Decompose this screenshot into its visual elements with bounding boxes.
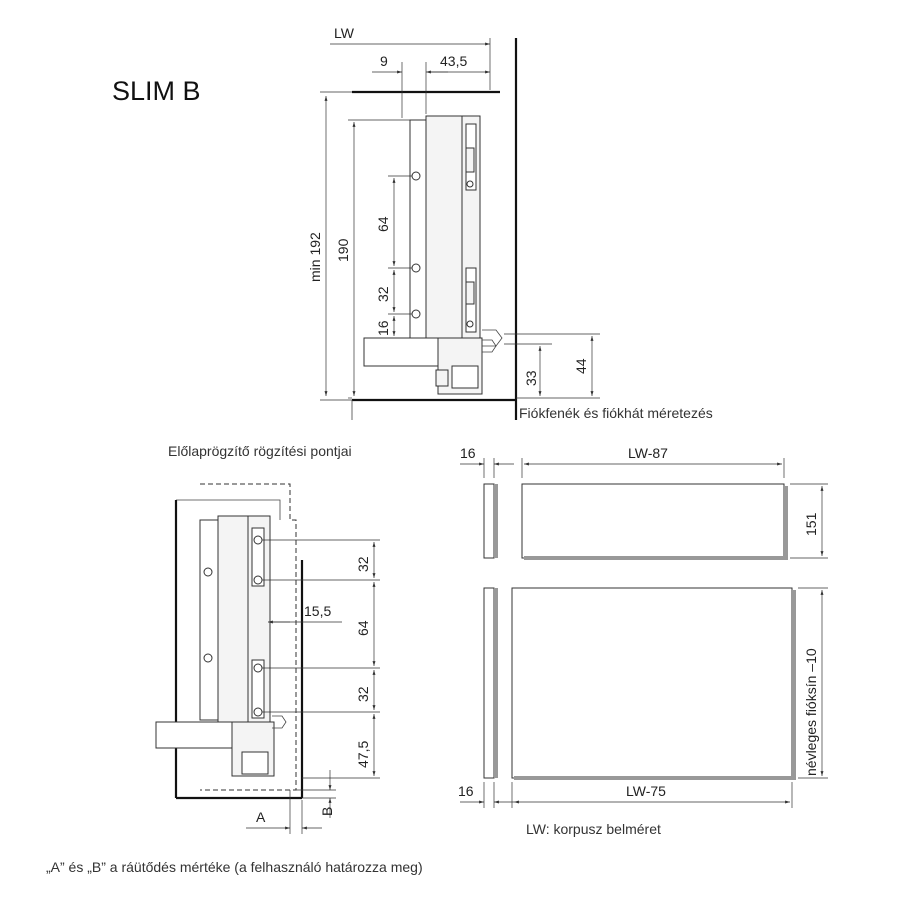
dim-min-192: min 192 bbox=[307, 232, 323, 282]
dim-47-5: 47,5 bbox=[355, 741, 371, 768]
drawer-bottom-panel bbox=[363, 337, 439, 367]
dim-nevleges-fioksin: névleges fióksín –10 bbox=[803, 648, 819, 776]
dim-16-bottom: 16 bbox=[458, 783, 474, 799]
dim-151: 151 bbox=[803, 512, 819, 536]
screw bbox=[482, 329, 503, 347]
mount-hole bbox=[411, 263, 421, 273]
mount-hole bbox=[411, 171, 421, 181]
fixing-point-1 bbox=[253, 535, 263, 545]
dim-16: 16 bbox=[375, 320, 391, 336]
dim-64: 64 bbox=[375, 216, 391, 232]
drawer-bottom-panel bbox=[155, 721, 233, 749]
dim-9: 9 bbox=[380, 53, 388, 69]
back-panel bbox=[521, 483, 785, 559]
fixing-point-3 bbox=[253, 663, 263, 673]
dim-b: B bbox=[319, 807, 335, 816]
top-drawing: LW 9 43,5 min 192 190 64 32 16 33 44 Fió… bbox=[307, 25, 713, 421]
dim-32-top: 32 bbox=[355, 556, 371, 572]
bottom-panel bbox=[511, 587, 793, 779]
mount-hole bbox=[411, 309, 421, 319]
fixing-point-4 bbox=[253, 707, 263, 717]
panel-cut-sizes: 16 LW-87 151 névleges fióksín –10 16 LW-… bbox=[458, 445, 828, 837]
drawer-back-panel bbox=[409, 119, 427, 339]
dim-43-5: 43,5 bbox=[440, 53, 467, 69]
bottom-panel-edge bbox=[483, 587, 495, 779]
dim-190: 190 bbox=[335, 238, 351, 262]
dim-16-top: 16 bbox=[460, 445, 476, 461]
page-title: SLIM B bbox=[112, 76, 201, 106]
top-caption: Fiókfenék és fiókhát méretezés bbox=[519, 405, 713, 421]
back-panel-edge bbox=[483, 483, 495, 559]
fixing-point-2 bbox=[253, 575, 263, 585]
drawer-front-side bbox=[199, 519, 219, 721]
dim-44: 44 bbox=[573, 358, 589, 374]
dim-15-5: 15,5 bbox=[304, 603, 331, 619]
front-fixing-drawing: Előlaprögzítő rögzítési pontjai bbox=[155, 443, 380, 834]
drawer-side-profile bbox=[425, 115, 463, 343]
front-panel-outline bbox=[200, 483, 297, 791]
dim-32: 32 bbox=[375, 286, 391, 302]
dim-lw: LW bbox=[334, 25, 355, 41]
dim-64-front: 64 bbox=[355, 620, 371, 636]
footnote: „A” és „B” a ráütődés mértéke (a felhasz… bbox=[46, 859, 423, 875]
dim-lw-75: LW-75 bbox=[626, 783, 666, 799]
dim-lw-87: LW-87 bbox=[628, 445, 668, 461]
dim-a: A bbox=[256, 809, 266, 825]
lw-note: LW: korpusz belméret bbox=[526, 821, 661, 837]
front-fixing-caption: Előlaprögzítő rögzítési pontjai bbox=[168, 443, 352, 459]
dim-33: 33 bbox=[523, 370, 539, 386]
dim-32-bottom: 32 bbox=[355, 686, 371, 702]
